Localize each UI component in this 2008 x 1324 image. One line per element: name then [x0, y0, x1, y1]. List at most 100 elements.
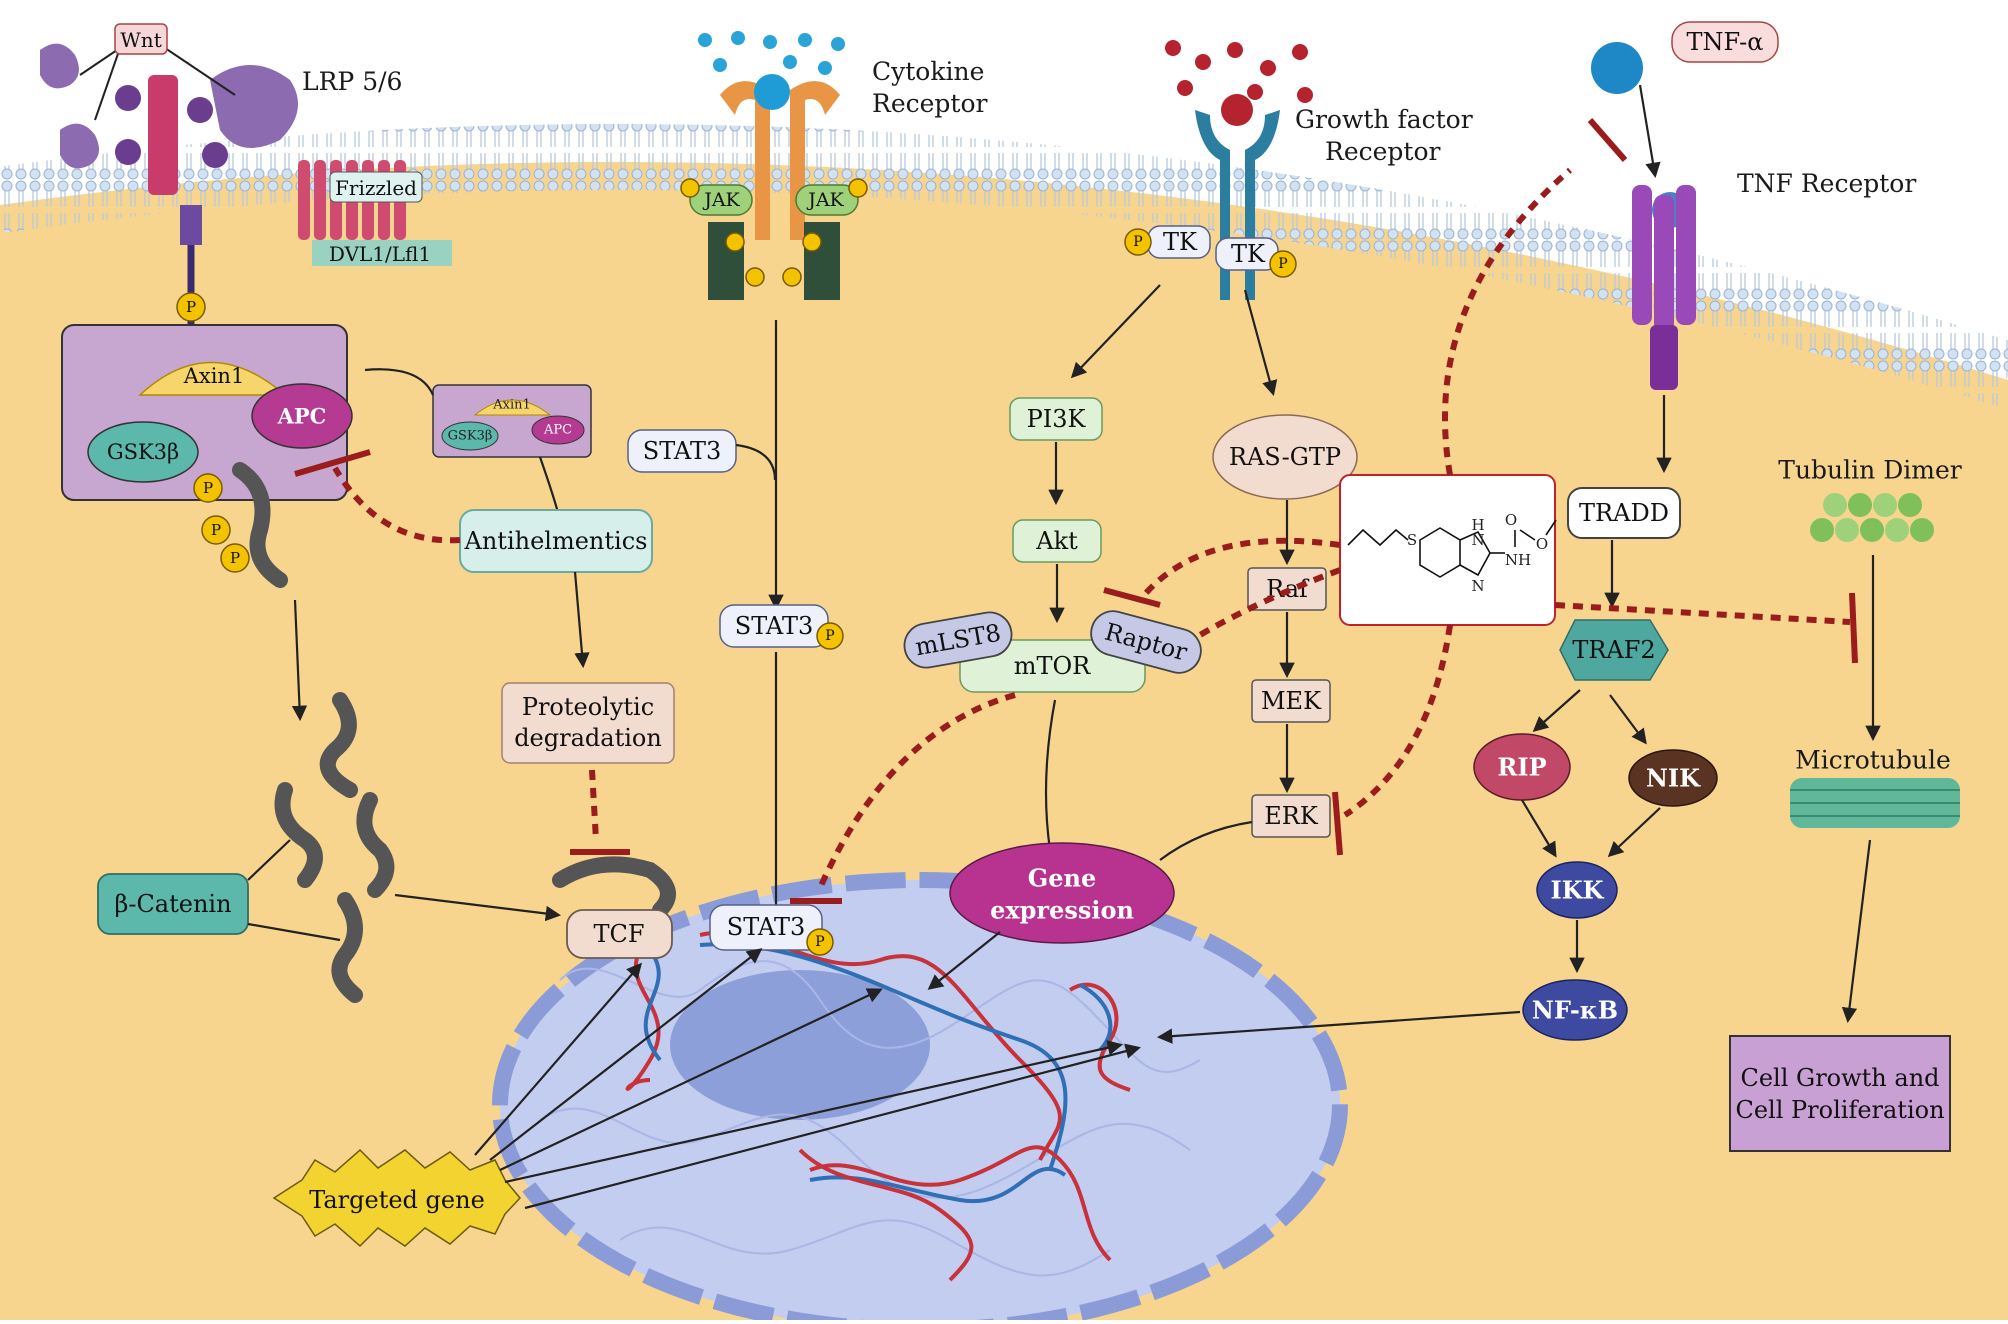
flower-icon	[115, 85, 141, 111]
gsk3b-label: GSK3β	[107, 440, 179, 464]
svg-text:JAK: JAK	[806, 189, 844, 211]
microtubule-label: Microtubule	[1795, 746, 1951, 775]
antihelmentics-label: Antihelmentics	[464, 527, 648, 555]
ras-gtp-ellipse	[1212, 414, 1358, 500]
stat3-label: STAT3	[643, 437, 721, 465]
phospho-icon	[193, 473, 223, 503]
svg-text:P: P	[1278, 256, 1287, 272]
beta-catenin-icon	[232, 462, 288, 588]
gf-label-line1: Growth factor	[1295, 105, 1473, 134]
targeted-gene: Targeted gene	[272, 948, 1141, 1248]
nik-ellipse	[1628, 749, 1718, 807]
tradd-box	[1567, 487, 1681, 539]
beta-catenin-icon	[356, 792, 395, 898]
frizzled-label: Frizzled	[335, 176, 417, 200]
svg-text:P: P	[825, 628, 834, 644]
drug-molecule: S H N N NH O O	[1339, 474, 1557, 626]
tnf-alpha-label: TNF-α	[1687, 28, 1764, 56]
cytokine-receptor-left	[720, 81, 770, 240]
cytokine-pathway: Cytokine Receptor JAK JAK STAT3 STAT3 P …	[627, 31, 988, 956]
targeted-gene-label: Targeted gene	[309, 1186, 485, 1214]
wnt-ligand-icon	[60, 123, 99, 169]
rip-label: RIP	[1497, 753, 1546, 782]
svg-text:P: P	[203, 479, 213, 497]
lrp-receptor	[148, 75, 178, 195]
ras-gtp-label: RAS-GTP	[1229, 443, 1341, 471]
gene-expression-line1: Gene	[1028, 864, 1096, 893]
akt-box	[1012, 519, 1102, 563]
nucleolus	[670, 970, 930, 1120]
flower-icon	[202, 142, 228, 168]
svg-text:P: P	[815, 934, 824, 950]
wnt-ligand-icon	[40, 43, 79, 89]
raptor-box	[1090, 610, 1202, 674]
inhibition-line	[332, 466, 461, 544]
stat3-box-nucleus	[709, 904, 823, 951]
svg-text:TK: TK	[1231, 240, 1266, 268]
cytokine-label-line2: Receptor	[872, 89, 988, 118]
mek-label: MEK	[1261, 687, 1322, 715]
beta-catenin-icon	[552, 856, 676, 918]
nfkb-ellipse	[1522, 979, 1628, 1041]
nucleus	[492, 872, 1348, 1324]
cytokine-ligand-icon	[754, 74, 790, 110]
erk-label: ERK	[1264, 802, 1319, 830]
jak-left	[689, 184, 753, 216]
tubulin-pathway: Tubulin Dimer Microtubule Cell Growth an…	[1729, 456, 1962, 1152]
svg-text:Axin1: Axin1	[492, 398, 531, 413]
tubulin-dimer-icon	[1810, 493, 1934, 542]
mek-box	[1251, 679, 1331, 723]
apc-shape	[251, 383, 353, 449]
wnt-label-box	[114, 23, 168, 55]
stat3-phospho-label: STAT3	[735, 612, 813, 640]
tnf-receptor	[1632, 185, 1696, 390]
cell-growth-box	[1729, 1035, 1951, 1152]
growth-factor-pathway: Growth factor Receptor TK P TK P PI3K Ak…	[903, 40, 1473, 990]
svg-text:P: P	[186, 298, 196, 316]
svg-text:N: N	[1471, 577, 1484, 595]
targeted-gene-burst-icon	[272, 1148, 522, 1248]
tcf-label: TCF	[593, 920, 644, 948]
tradd-label: TRADD	[1579, 499, 1669, 527]
tcf-box	[566, 909, 673, 959]
proteolytic-label-line2: degradation	[514, 724, 662, 752]
svg-text:P: P	[211, 521, 221, 539]
apc-label: APC	[277, 404, 327, 429]
svg-text:O: O	[1505, 511, 1517, 529]
mtor-box	[959, 639, 1146, 693]
gsk3b-shape	[87, 421, 199, 483]
ikk-label: IKK	[1551, 876, 1605, 905]
cytokine-label-line1: Cytokine	[872, 57, 984, 86]
traf2-label: TRAF2	[1572, 636, 1655, 664]
proteolytic-label-line1: Proteolytic	[522, 693, 654, 721]
gene-expression-ellipse	[949, 842, 1175, 944]
tnf-alpha-ligand-icon	[1591, 42, 1643, 94]
tubulin-dimer-label: Tubulin Dimer	[1778, 456, 1961, 485]
svg-text:N: N	[1471, 531, 1484, 549]
gf-label-line2: Receptor	[1325, 137, 1441, 166]
phospho-icon	[201, 515, 231, 545]
microtubule-icon	[1790, 778, 1960, 828]
svg-text:TK: TK	[1163, 228, 1198, 256]
stat3-nucleus-label: STAT3	[727, 913, 805, 941]
cell-growth-line1: Cell Growth and	[1740, 1064, 1939, 1092]
svg-text:P: P	[230, 549, 240, 567]
cell-growth-line2: Cell Proliferation	[1735, 1096, 1944, 1124]
mtor-label: mTOR	[1014, 652, 1091, 680]
molecule-box	[1339, 474, 1556, 626]
beta-catenin-box	[97, 873, 249, 935]
stat3-box-cytoplasm	[627, 429, 737, 473]
akt-label: Akt	[1035, 527, 1078, 555]
dvl-label: DVL1/Lfl1	[329, 242, 431, 266]
phospho-icon	[220, 543, 250, 573]
ikk-ellipse	[1536, 861, 1618, 919]
jak-right	[795, 184, 859, 216]
traf2-hexagon	[1559, 619, 1669, 681]
svg-text:GSK3β: GSK3β	[448, 429, 493, 444]
flower-icon	[187, 97, 213, 123]
svg-text:H: H	[1471, 516, 1484, 534]
wnt-ligand-icon	[210, 65, 298, 148]
svg-text:O: O	[1536, 535, 1548, 553]
